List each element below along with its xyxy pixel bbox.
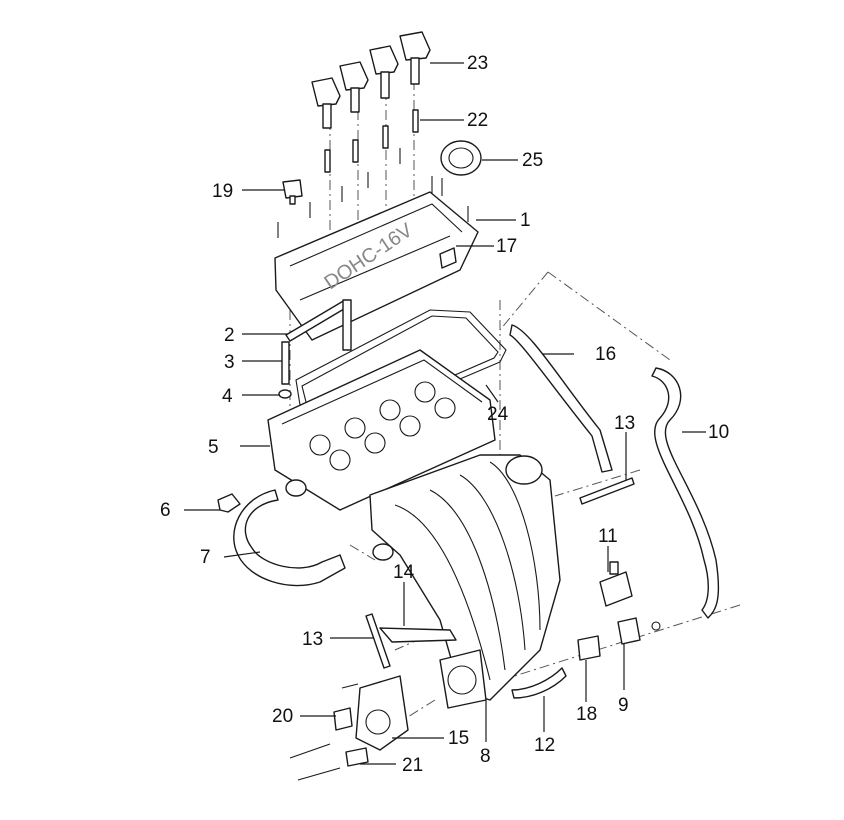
callout-18: 18 (576, 704, 597, 725)
callout-24: 24 (487, 404, 509, 425)
callout-13-upper: 13 (614, 413, 635, 434)
intake-manifold (369, 454, 561, 701)
callout-22: 22 (467, 110, 488, 131)
callout-2: 2 (224, 325, 235, 346)
callout-21: 21 (402, 755, 423, 776)
callout-16: 16 (595, 344, 616, 365)
coolant-hose (233, 489, 346, 587)
callout-19: 19 (212, 181, 233, 202)
small-bracket (577, 635, 601, 661)
throttle-actuator (355, 675, 409, 751)
callout-14: 14 (393, 562, 415, 583)
gasket-strip-bolt-washer (278, 299, 352, 399)
callout-3: 3 (224, 352, 235, 373)
callout-5: 5 (208, 437, 219, 458)
callout-17: 17 (496, 236, 517, 257)
callout-25: 25 (522, 150, 543, 171)
callout-12: 12 (534, 735, 555, 756)
callout-11: 11 (598, 526, 618, 547)
callout-9: 9 (618, 695, 629, 716)
callout-1: 1 (520, 210, 531, 231)
short-hose (511, 667, 567, 699)
cam-sensor (282, 179, 303, 205)
cylinder-head (267, 349, 496, 511)
callout-labels: 23 22 25 19 1 17 2 3 4 24 5 6 7 16 10 13… (160, 53, 729, 776)
breather-hose (509, 324, 613, 473)
support-bracket (379, 627, 457, 643)
callout-6: 6 (160, 500, 171, 521)
map-sensor (599, 561, 633, 607)
ignition-coils (311, 31, 431, 129)
vacuum-hose (651, 367, 720, 619)
throttle-body (439, 649, 487, 709)
spark-plugs (324, 109, 419, 173)
vent-fitting (439, 247, 457, 269)
callout-8: 8 (480, 746, 491, 767)
oil-filler-cap (440, 140, 482, 176)
valve-cover: DOHC-16V (274, 191, 479, 341)
callout-20: 20 (272, 706, 293, 727)
purge-valve (617, 617, 661, 645)
callout-15: 15 (448, 728, 469, 749)
callout-13-lower: 13 (302, 629, 323, 650)
cover-bolts (277, 148, 469, 238)
callout-10: 10 (708, 422, 729, 443)
temperature-sensor (217, 493, 241, 513)
studs (365, 477, 635, 669)
brackets (289, 683, 369, 781)
callout-23: 23 (467, 53, 488, 74)
leader-lines (184, 62, 706, 765)
callout-7: 7 (200, 547, 211, 568)
callout-4: 4 (222, 386, 233, 407)
